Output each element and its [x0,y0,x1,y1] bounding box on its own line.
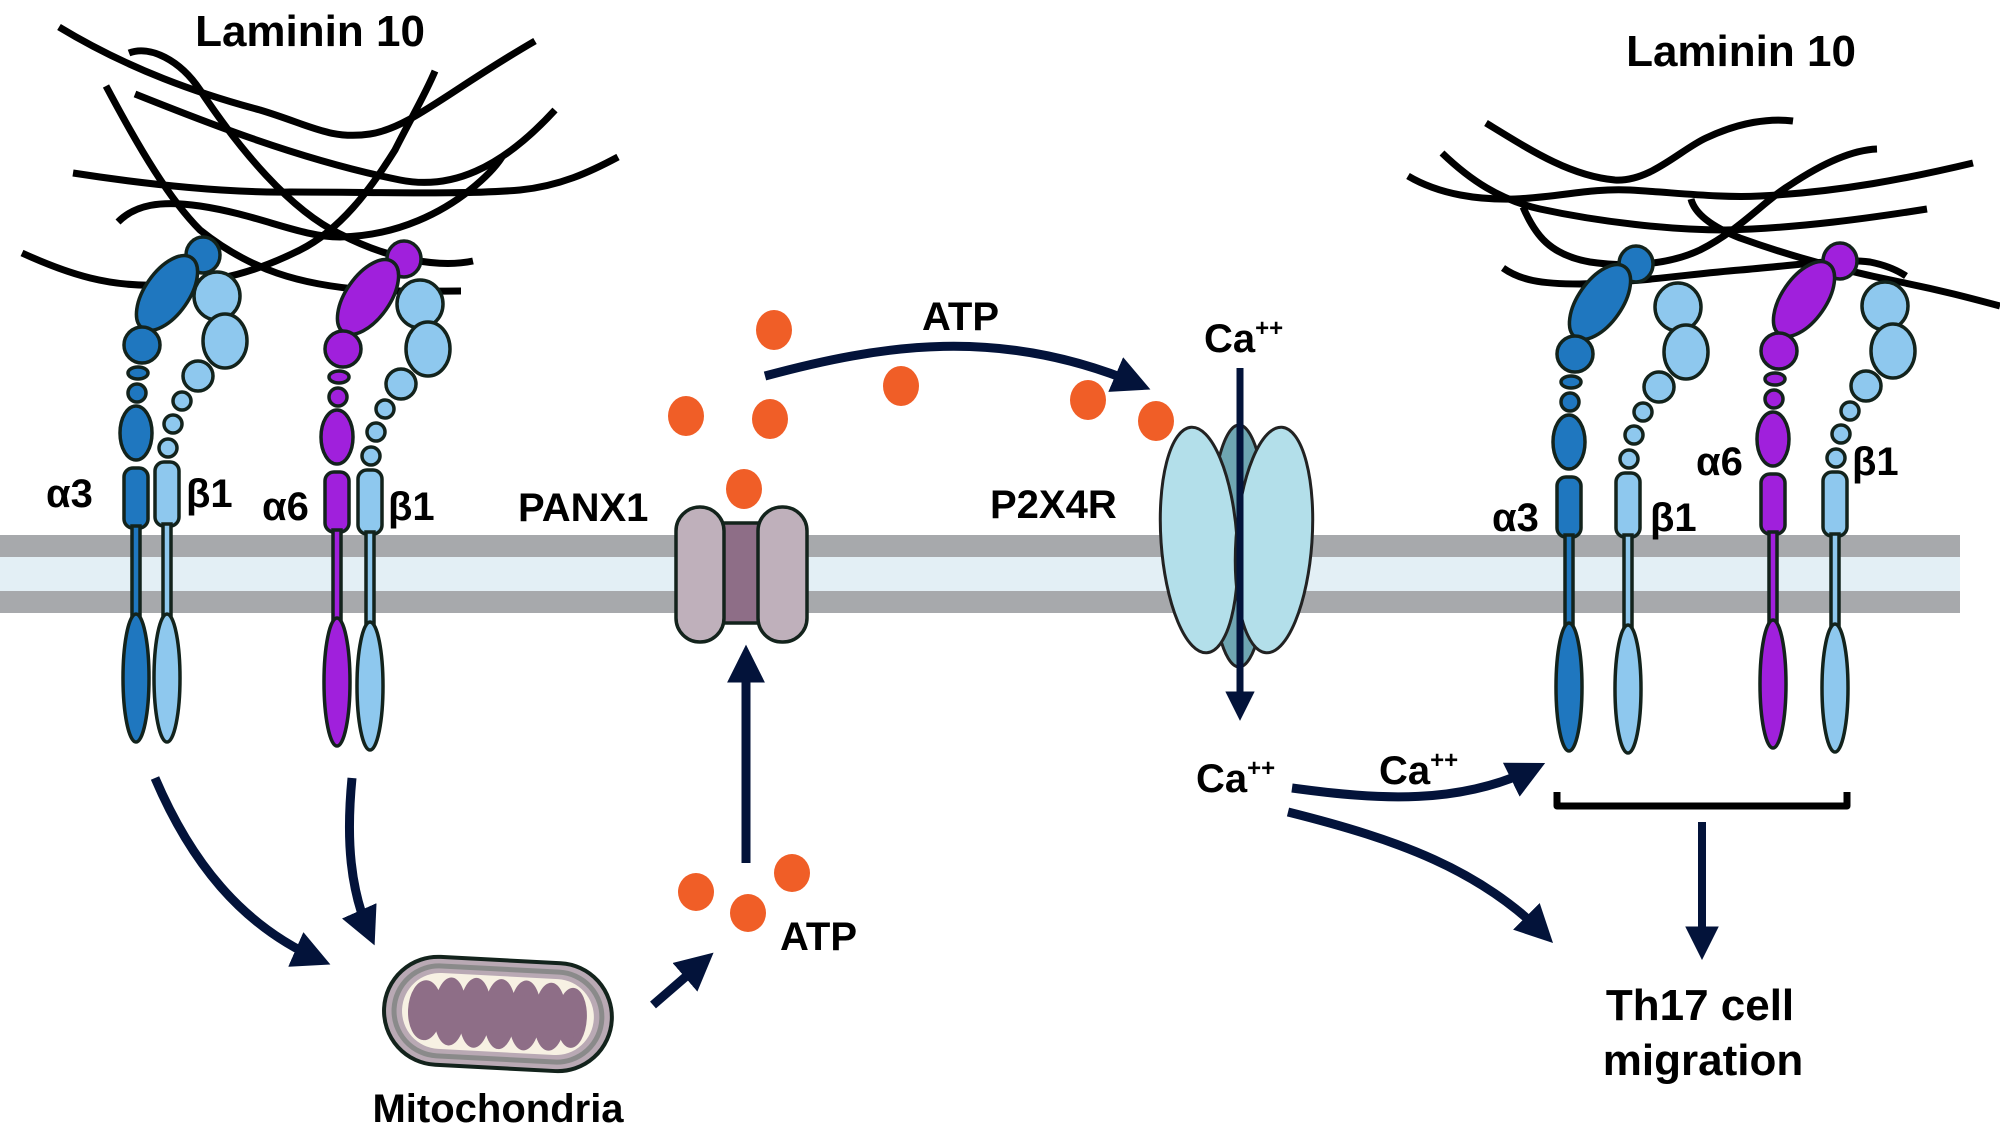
integrin-beta1-right-b [1820,280,1917,754]
calcium-label-arrow: Ca++ [1379,747,1458,793]
calcium-label-cytosol: Ca++ [1196,755,1275,801]
mitochondria [382,954,614,1074]
panx1-channel [674,505,809,644]
atp-dot [883,366,919,406]
laminin-label-left: Laminin 10 [195,7,425,56]
atp-dot [678,873,714,911]
atp-dot [756,310,792,350]
atp-dot [774,854,810,892]
integrin-bracket [1553,792,1851,810]
alpha6-label-left: α6 [262,485,309,529]
atp-label-intracellular: ATP [780,915,857,959]
labels: Laminin 10 Laminin 10 α3 β1 α6 β1 α3 β1 … [46,7,1899,1131]
laminin-label-right: Laminin 10 [1626,27,1856,76]
arrow-integrin-a6b1-to-mito [341,777,377,946]
p2x4r-label: P2X4R [990,483,1117,527]
atp-dot [668,396,704,436]
arrow-calcium-to-migration [1286,807,1554,944]
atp-label-extracellular: ATP [922,295,999,339]
arrows [150,341,1851,1009]
alpha6-label-right: α6 [1696,440,1743,484]
cell-membrane [0,535,1960,613]
laminin-fibers-left [20,24,620,295]
mitochondria-label: Mitochondria [372,1087,624,1131]
beta1-label-right-b: β1 [1852,440,1899,484]
panx1-label: PANX1 [518,486,648,530]
atp-dot [752,399,788,439]
beta1-label-right-a: β1 [1650,496,1697,540]
beta1-label-left-b: β1 [388,485,435,529]
laminin-fibers-right [1406,116,2000,310]
arrow-integrin-a3b1-to-mito [150,776,331,967]
atp-dot [1138,401,1174,441]
beta1-label-left-a: β1 [186,472,233,516]
arrow-atp-to-p2x4r [763,341,1151,392]
outcome-label-line2: migration [1603,1036,1803,1085]
p2x4r-receptor [1158,423,1315,669]
arrow-calcium-to-integrins [1291,762,1546,802]
atp-molecules-extracellular [668,310,1174,509]
outcome-label-line1: Th17 cell [1606,981,1794,1030]
alpha3-label-right: α3 [1492,496,1539,540]
atp-dot [1070,380,1106,420]
alpha3-label-left: α3 [46,472,93,516]
arrow-mito-to-atp [650,952,714,1009]
atp-dot [730,894,766,932]
atp-molecules-intracellular [678,854,810,932]
atp-dot [726,469,762,509]
calcium-label-top: Ca++ [1204,315,1283,361]
